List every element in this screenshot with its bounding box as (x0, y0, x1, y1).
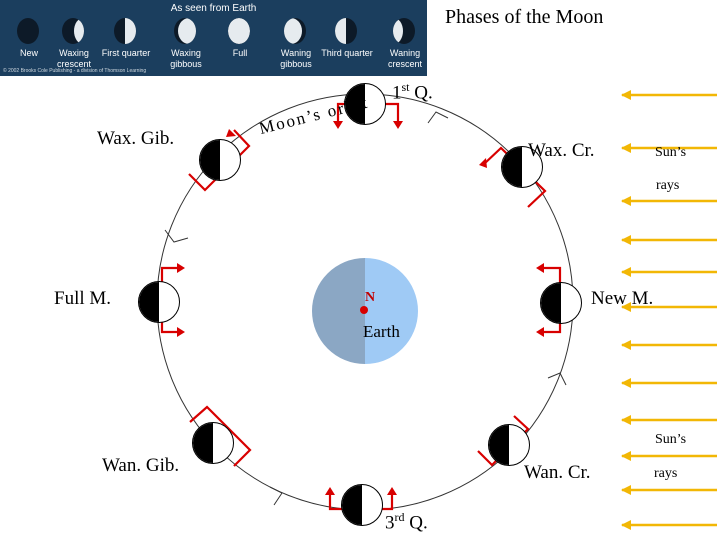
label-waning-crescent: Wan. Cr. (524, 462, 591, 483)
earth (312, 258, 418, 364)
strip-title: As seen from Earth (170, 3, 257, 14)
phase-full: Full (211, 0, 269, 76)
label-first-quarter: 1st Q. (392, 80, 433, 104)
moon-icon (228, 18, 250, 44)
north-label: N (365, 290, 376, 305)
page-title: Phases of the Moon (445, 6, 604, 28)
sun-rays-label-top-2: rays (656, 178, 680, 193)
sun-rays-label-top-1: Sun’s (655, 145, 687, 160)
moon-icon (393, 18, 415, 44)
moon-third-quarter (341, 484, 383, 526)
sun-rays-label-bottom-1: Sun’s (655, 432, 687, 447)
phase-label: New (19, 48, 38, 58)
moon-waxing-gibbous (199, 139, 241, 181)
phase-waning-crescent: Waning crescent (376, 0, 434, 76)
phase-first-quarter: First quarter (97, 0, 155, 76)
earth-label: Earth (363, 322, 400, 341)
phase-label: Waning gibbous (280, 48, 312, 69)
phase-label: Waxing crescent (56, 48, 91, 69)
earth-day-side (365, 258, 418, 364)
moon-new (540, 282, 582, 324)
moon-full (138, 281, 180, 323)
sun-rays-label-bottom-2: rays (654, 466, 678, 481)
moon-icon (284, 18, 306, 44)
phase-new: New (0, 0, 58, 76)
phase-label: Waning crescent (387, 48, 422, 69)
phase-label: Third quarter (321, 48, 373, 58)
label-waxing-crescent: Wax. Cr. (528, 140, 595, 161)
copyright: © 2002 Brooks Cole Publishing - a divisi… (3, 68, 147, 74)
marker-heads (177, 121, 544, 495)
moon-icon (114, 18, 136, 44)
label-third-quarter: 3rd Q. (385, 510, 428, 534)
moon-waning-gibbous (192, 422, 234, 464)
phase-waning-gibbous: Waning gibbous (267, 0, 325, 76)
phase-waxing-crescent: Waxing crescent (45, 0, 103, 76)
moon-waning-crescent (488, 424, 530, 466)
moon-icon (335, 18, 357, 44)
earth-night-side (312, 258, 365, 364)
moon-icon (174, 18, 196, 44)
phase-label: Full (232, 48, 248, 58)
moon-waxing-crescent (501, 146, 543, 188)
orbit-direction-arrows (164, 111, 567, 506)
sun-rays (621, 90, 717, 530)
phase-waxing-gibbous: Waxing gibbous (157, 0, 215, 76)
moon-first-quarter (344, 83, 386, 125)
moon-icon (62, 18, 84, 44)
label-new: New M. (591, 288, 654, 309)
phase-label: Waxing gibbous (170, 48, 202, 69)
phase-third-quarter: Third quarter (318, 0, 376, 76)
phase-strip: As seen from Earth New Waxing crescent F… (0, 0, 427, 76)
phase-label: First quarter (101, 48, 151, 58)
label-full: Full M. (54, 288, 112, 309)
label-waxing-gibbous: Wax. Gib. (97, 128, 175, 149)
label-waning-gibbous: Wan. Gib. (102, 455, 180, 476)
moon-icon (17, 18, 39, 44)
